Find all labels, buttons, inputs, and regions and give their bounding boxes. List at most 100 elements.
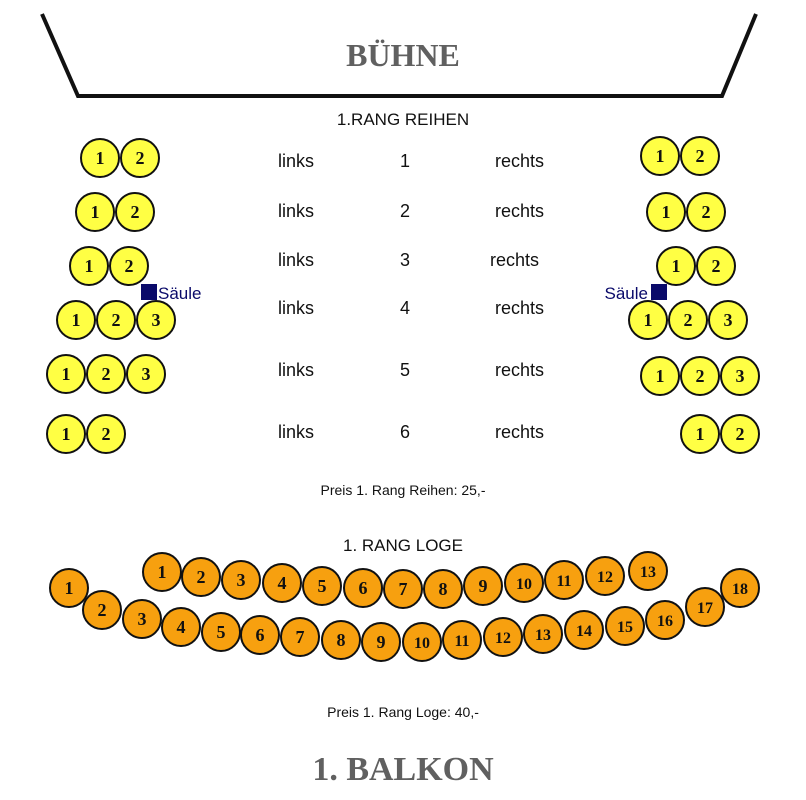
loge-seat-front[interactable]: 8 [321, 620, 361, 660]
loge-seat-back[interactable]: 6 [343, 568, 383, 608]
seat-left-row5[interactable]: 3 [126, 354, 166, 394]
loge-seat-front[interactable]: 12 [483, 617, 523, 657]
loge-seat-front[interactable]: 17 [685, 587, 725, 627]
seat-circle [383, 569, 423, 609]
seat-number: 3 [724, 310, 733, 330]
stage-outline [40, 13, 758, 98]
seat-number: 1 [62, 364, 71, 384]
seat-right-row2[interactable]: 2 [686, 192, 726, 232]
loge-seat-front[interactable]: 18 [720, 568, 760, 608]
seat-right-row5[interactable]: 2 [680, 356, 720, 396]
row-right-label: rechts [495, 360, 544, 380]
seat-number: 8 [439, 579, 448, 599]
seat-left-row6[interactable]: 1 [46, 414, 86, 454]
seat-right-row3[interactable]: 2 [696, 246, 736, 286]
seat-left-row5[interactable]: 1 [46, 354, 86, 394]
seat-left-row3[interactable]: 1 [69, 246, 109, 286]
seat-number: 7 [399, 579, 408, 599]
seat-number: 2 [696, 146, 705, 166]
seat-number: 11 [556, 573, 571, 590]
rang-reihen-title: 1.RANG REIHEN [337, 110, 469, 129]
seat-right-row5[interactable]: 1 [640, 356, 680, 396]
seat-left-row2[interactable]: 1 [75, 192, 115, 232]
loge-seat-back[interactable]: 3 [221, 560, 261, 600]
seat-circle [82, 590, 122, 630]
seat-circle [645, 600, 685, 640]
seat-left-row6[interactable]: 2 [86, 414, 126, 454]
seat-left-row2[interactable]: 2 [115, 192, 155, 232]
seat-circle [402, 622, 442, 662]
loge-seat-back[interactable]: 1 [142, 552, 182, 592]
loge-seat-front[interactable]: 16 [645, 600, 685, 640]
loge-seat-front[interactable]: 15 [605, 606, 645, 646]
seat-right-row2[interactable]: 1 [646, 192, 686, 232]
seat-circle [80, 138, 120, 178]
seat-circle [605, 606, 645, 646]
seat-right-row6[interactable]: 2 [720, 414, 760, 454]
seat-right-row1[interactable]: 2 [680, 136, 720, 176]
row-right-label: rechts [495, 298, 544, 318]
loge-seat-front[interactable]: 7 [280, 617, 320, 657]
loge-seat-back[interactable]: 9 [463, 566, 503, 606]
seat-circle [523, 614, 563, 654]
seat-circle [720, 356, 760, 396]
loge-seat-front[interactable]: 11 [442, 620, 482, 660]
seat-circle [668, 300, 708, 340]
loge-seat-front[interactable]: 5 [201, 612, 241, 652]
seat-left-row4[interactable]: 2 [96, 300, 136, 340]
seat-left-row4[interactable]: 1 [56, 300, 96, 340]
loge-seat-front[interactable]: 9 [361, 622, 401, 662]
loge-seat-front[interactable]: 4 [161, 607, 201, 647]
seat-right-row3[interactable]: 1 [656, 246, 696, 286]
seat-left-row4[interactable]: 3 [136, 300, 176, 340]
loge-seat-back[interactable]: 13 [628, 551, 668, 591]
loge-seat-back[interactable]: 4 [262, 563, 302, 603]
row-number: 6 [400, 422, 410, 442]
seat-right-row4[interactable]: 2 [668, 300, 708, 340]
seat-circle [656, 246, 696, 286]
seat-number: 2 [102, 424, 111, 444]
loge-seat-back[interactable]: 2 [181, 557, 221, 597]
seat-right-row4[interactable]: 1 [628, 300, 668, 340]
seat-left-row5[interactable]: 2 [86, 354, 126, 394]
seat-left-row3[interactable]: 2 [109, 246, 149, 286]
seat-circle [343, 568, 383, 608]
seat-number: 3 [237, 570, 246, 590]
seat-number: 9 [377, 632, 386, 652]
seat-number: 1 [65, 578, 74, 598]
loge-seat-front[interactable]: 13 [523, 614, 563, 654]
seat-circle [69, 246, 109, 286]
seat-left-row1[interactable]: 2 [120, 138, 160, 178]
seat-right-row6[interactable]: 1 [680, 414, 720, 454]
loge-seat-front[interactable]: 6 [240, 615, 280, 655]
loge-seat-front[interactable]: 3 [122, 599, 162, 639]
loge-seat-back[interactable]: 8 [423, 569, 463, 609]
pillar-left: Säule [141, 284, 201, 303]
loge-seat-front[interactable]: 14 [564, 610, 604, 650]
loge-seat-back[interactable]: 11 [544, 560, 584, 600]
loge-seat-back[interactable]: 7 [383, 569, 423, 609]
seat-right-row4[interactable]: 3 [708, 300, 748, 340]
seat-right-row1[interactable]: 1 [640, 136, 680, 176]
seat-number: 10 [414, 635, 430, 652]
loge-seat-front[interactable]: 10 [402, 622, 442, 662]
loge-seat-back[interactable]: 5 [302, 566, 342, 606]
row-right-label: rechts [495, 201, 544, 221]
seat-right-row5[interactable]: 3 [720, 356, 760, 396]
seat-number: 15 [617, 619, 633, 636]
seat-circle [696, 246, 736, 286]
loge-seat-back[interactable]: 12 [585, 556, 625, 596]
row-left-label: links [278, 422, 314, 442]
seat-left-row1[interactable]: 1 [80, 138, 120, 178]
loge-seat-front[interactable]: 2 [82, 590, 122, 630]
loge-seat-back[interactable]: 10 [504, 563, 544, 603]
loge-seat-front[interactable]: 1 [49, 568, 89, 608]
seat-number: 18 [732, 581, 748, 598]
